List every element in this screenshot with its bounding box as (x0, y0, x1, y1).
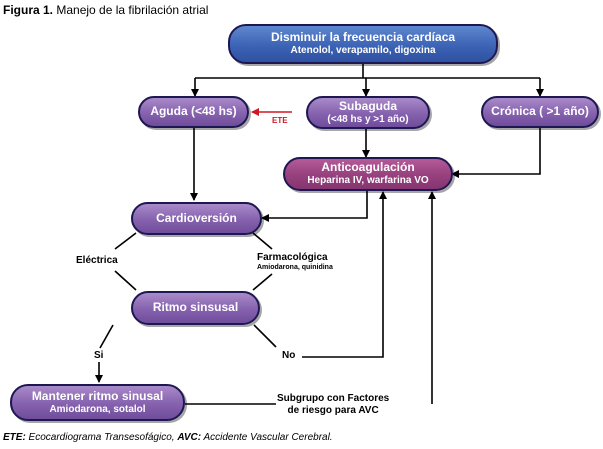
edge-cronica-anticoag (451, 128, 541, 178)
node-disminuir-frecuencia: Disminuir la frecuencia cardíaca Atenolo… (228, 24, 498, 64)
node-aguda: Aguda (<48 hs) (138, 96, 249, 128)
edge-cardio-farmaco (252, 232, 273, 250)
label-subgrupo: Subgrupo con Factores de riesgo para AVC (277, 393, 389, 416)
node-aguda-title: Aguda (<48 hs) (150, 104, 237, 119)
label-farmacologica-drugs: Amiodarona, quinidina (257, 264, 333, 271)
label-subgrupo-line1: Subgrupo con Factores (277, 393, 390, 404)
footnote-ete-abbr: ETE: (3, 432, 26, 443)
node-mantener-subtitle: Amiodarona, sotalol (49, 403, 146, 415)
node-cardioversion: Cardioversión (131, 202, 262, 235)
node-anticoagulacion-subtitle: Heparina IV, warfarina VO (307, 175, 429, 187)
node-anticoagulacion-title: Anticoagulación (321, 160, 415, 175)
label-subgrupo-line2: de riesgo para AVC (287, 404, 379, 416)
figure-caption: Manejo de la fibrilación atrial (56, 3, 209, 17)
edge-no-anticoag (302, 191, 387, 358)
edge-electrica-ritmo (114, 270, 137, 291)
node-subaguda-title: Subaguda (338, 98, 397, 113)
node-anticoagulacion: Anticoagulación Heparina IV, warfarina V… (283, 157, 453, 191)
footnote: ETE: Ecocardiograma Transesofágico, AVC:… (3, 432, 333, 443)
edge-anticoag-cardioversion (261, 191, 368, 222)
ete-label: ETE (272, 116, 288, 125)
node-cronica: Crónica ( >1 año) (481, 96, 599, 128)
node-ritmo-sinsusal: Ritmo sinsusal (131, 291, 260, 325)
figure-title: Figura 1. Manejo de la fibrilación atria… (3, 3, 208, 17)
edge-ritmo-no (253, 324, 277, 348)
figure-label: Figura 1. (3, 3, 54, 17)
footnote-avc-text: Accidente Vascular Cerebral. (201, 432, 333, 443)
label-farmacologica: Farmacológica (257, 252, 328, 263)
label-si: Si (94, 350, 104, 361)
footnote-avc-abbr: AVC: (177, 432, 202, 443)
node-mantener-title: Mantener ritmo sinusal (31, 388, 164, 403)
footnote-ete-text: Ecocardiograma Transesofágico, (25, 432, 178, 443)
node-disminuir-subtitle: Atenolol, verapamilo, digoxina (290, 45, 436, 57)
node-cardioversion-title: Cardioversión (156, 210, 237, 225)
label-electrica: Eléctrica (76, 255, 118, 266)
node-cronica-title: Crónica ( >1 año) (491, 104, 589, 119)
label-no: No (282, 350, 296, 361)
edge-ritmo-si (99, 324, 114, 349)
node-disminuir-title: Disminuir la frecuencia cardíaca (270, 30, 456, 45)
node-subaguda-subtitle: (<48 hs y >1 año) (327, 113, 409, 125)
node-mantener-ritmo: Mantener ritmo sinusal Amiodarona, sotal… (10, 384, 185, 421)
edge-farmaco-ritmo (252, 273, 273, 291)
node-subaguda: Subaguda (<48 hs y >1 año) (306, 96, 430, 129)
node-ritmo-title: Ritmo sinsusal (152, 300, 239, 315)
edge-cardio-electrica (114, 232, 137, 250)
